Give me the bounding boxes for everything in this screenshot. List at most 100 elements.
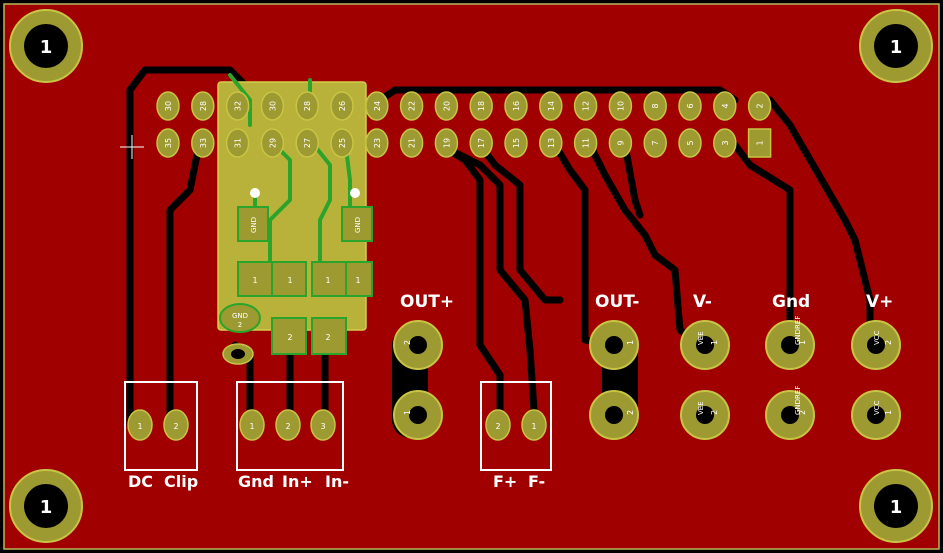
terminal-net: GNDREF <box>794 386 802 415</box>
terminal-gnd: GNDREF 1 GNDREF 2 Gnd <box>765 292 815 440</box>
header-pin-number: 24 <box>373 101 382 111</box>
header-pin-number: 29 <box>268 138 277 148</box>
label-in-minus: In- <box>325 472 349 491</box>
header-pin-number: 9 <box>616 140 625 145</box>
header-pin-number: 16 <box>512 101 521 111</box>
label-f-plus: F+ <box>493 472 517 491</box>
header-pin-pad <box>365 91 389 121</box>
header-pin: 21 <box>399 128 424 158</box>
terminal-net: VEE <box>697 331 705 345</box>
header-pin: 4 <box>713 91 737 121</box>
header-pin-pad <box>191 91 215 121</box>
label-gnd-in: Gnd <box>238 472 274 491</box>
header-pin-pad <box>295 128 319 158</box>
terminal-net: VCC <box>873 400 881 415</box>
smd-pad <box>237 261 273 297</box>
label-clip: Clip <box>164 472 198 491</box>
header-pin-pad <box>156 128 180 158</box>
header-pin: 28 <box>295 91 319 121</box>
connector-pin-number: 1 <box>137 422 142 431</box>
terminal-drill <box>409 406 427 424</box>
mounting-hole-bl: 1 <box>9 469 83 543</box>
smd-pads: GND GND 1 1 1 1 2 2 GND 2 <box>219 188 373 365</box>
header-pin-number: 8 <box>651 103 660 108</box>
terminal-out-minus: 1 2 OUT- <box>589 292 639 440</box>
header-pin-number: 20 <box>442 101 451 111</box>
header-pin-pad <box>260 128 285 158</box>
terminal-pad-number: 2 <box>884 340 893 345</box>
header-pin-pad <box>156 91 180 121</box>
smd-pad-left-gnd: GND <box>237 206 269 242</box>
header-pin: 19 <box>434 128 459 158</box>
header-pin-pad <box>434 91 459 121</box>
header-pin-number: 11 <box>582 138 591 148</box>
header-pin-pad <box>434 128 459 158</box>
terminal-drill <box>781 406 799 424</box>
terminal-pad-number: 1 <box>884 410 893 415</box>
header-pin-pad <box>573 91 598 121</box>
connector-pin <box>163 409 189 441</box>
smd-pad-number: 2 <box>287 333 292 342</box>
smd-pad <box>341 206 373 242</box>
crosshair-cursor <box>120 135 144 159</box>
smd-pad <box>345 261 373 297</box>
header-pin: 15 <box>504 128 528 158</box>
connector-outline <box>480 381 552 471</box>
header-pin-pad <box>260 91 285 121</box>
label-f-minus: F- <box>528 472 545 491</box>
smd-pad-number: 2 <box>325 333 330 342</box>
test-point-number: 2 <box>238 321 242 329</box>
header-pin-pad <box>295 91 319 121</box>
green-track-b <box>268 138 292 272</box>
track-f-minus <box>446 146 539 429</box>
header-pin-number: 10 <box>616 101 625 111</box>
connector-pin <box>310 409 336 441</box>
smd-pad <box>311 261 347 297</box>
header-pin-number: 2 <box>756 103 765 108</box>
output-terminals: 2 1 OUT+ 1 2 OUT- VEE 1 VEE 2 V- <box>393 292 901 440</box>
header-pin-pad <box>643 91 667 121</box>
header-pin-number: 22 <box>408 101 417 111</box>
header-pin-pad <box>365 128 389 158</box>
header-pin-number: 26 <box>338 101 347 111</box>
header-pin: 3 <box>713 128 737 158</box>
header-pin-pad <box>225 128 250 158</box>
header-pin: 1 <box>747 128 772 158</box>
header-pin-pad <box>678 91 702 121</box>
track-gnd-out <box>731 141 794 349</box>
header-pin: 35 <box>156 128 180 158</box>
header-pin: 25 <box>330 128 354 158</box>
header-pin-number: 28 <box>303 101 312 111</box>
via <box>250 188 260 198</box>
header-pin-pad <box>225 91 250 121</box>
header-pin: 17 <box>469 128 493 158</box>
header-pin-number: 33 <box>199 138 208 148</box>
connector-outline <box>124 381 198 471</box>
connector-pin <box>485 409 511 441</box>
connector-pin <box>127 409 153 441</box>
mounting-hole-drill <box>24 24 68 68</box>
connector-input: 1 2 3 Gnd In+ In- <box>236 381 349 491</box>
header-pin-number: 27 <box>303 138 312 148</box>
gnd-test-point: GND 2 <box>219 303 261 333</box>
connector-outline <box>236 381 344 471</box>
header-pin: 22 <box>399 91 424 121</box>
header-pin: 12 <box>573 91 598 121</box>
header-pin-pad <box>469 91 493 121</box>
mounting-hole-br: 1 <box>859 469 933 543</box>
header-pin-pad <box>539 91 563 121</box>
terminal-out-plus: 2 1 OUT+ <box>393 292 454 440</box>
header-pin-number: 19 <box>442 138 451 148</box>
header-pin-pad <box>713 128 737 158</box>
copper-fill <box>3 3 940 550</box>
smd-pad-number: 1 <box>252 276 257 285</box>
header-pin-number: 17 <box>477 138 486 148</box>
header-pin-pad <box>399 91 424 121</box>
header-pin-number: 18 <box>477 101 486 111</box>
header-pin-pad <box>191 128 215 158</box>
mounting-hole-drill <box>874 24 918 68</box>
label-v-plus: V+ <box>866 292 893 312</box>
smd-pad-net: GND <box>250 217 258 233</box>
terminal-drill <box>781 336 799 354</box>
via-oval-drill <box>231 349 245 359</box>
